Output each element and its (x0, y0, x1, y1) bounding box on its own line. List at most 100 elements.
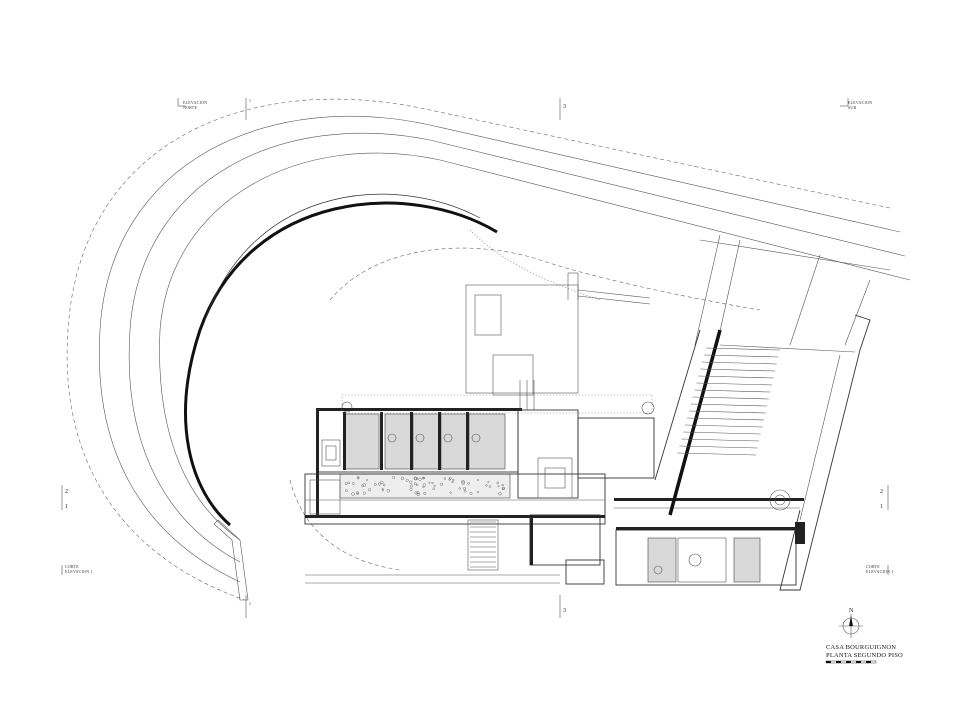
gravel-dot (487, 480, 490, 483)
section-1-left: 1 (65, 504, 68, 510)
gravel-dot (461, 481, 465, 485)
central-block (341, 394, 655, 499)
gravel-dot (362, 491, 366, 495)
gravel-dot (451, 481, 454, 484)
gravel-dot (461, 480, 465, 484)
title-block: N CASA BOURGUIGNON PLANTA SEGUNDO PISO (825, 608, 903, 664)
gravel-dot (476, 491, 479, 494)
stair-tread (683, 431, 761, 435)
section-2-right: 2 (880, 489, 883, 495)
gravel-dot (345, 489, 348, 492)
gravel-dot (428, 481, 431, 484)
gravel-dot (432, 487, 436, 490)
gravel-dot (431, 481, 434, 484)
gravel-dot (400, 476, 405, 480)
gravel-dot (501, 483, 504, 487)
stair-tread (692, 396, 769, 400)
east-wing (654, 234, 891, 591)
gravel-dot (382, 483, 386, 487)
project-name: CASA BOURGUIGNON (826, 644, 896, 651)
gravel-dot (356, 476, 360, 479)
stair-tread (702, 361, 777, 365)
bedroom-wing (316, 401, 522, 518)
stair-tread (694, 389, 771, 393)
gravel-dot (414, 491, 418, 495)
gravel-dot (502, 487, 505, 490)
gravel-dot (418, 477, 422, 481)
lower-rooms (305, 498, 804, 586)
scale-bar (825, 660, 877, 664)
cut-right-label-1: CORTE (866, 564, 880, 569)
gravel-dot (448, 478, 451, 481)
cut-left-label-1: CORTE (65, 564, 79, 569)
elevation-south-label-1: ELEVACION (848, 100, 872, 105)
stair-tread (696, 382, 773, 386)
gravel-dot (449, 491, 452, 494)
gravel-dot (381, 489, 384, 492)
section-3-bottom: 3 (563, 608, 566, 614)
gravel-dot (416, 492, 420, 497)
gravel-dot (496, 481, 500, 485)
gravel-dot (488, 485, 492, 488)
gravel-dot (476, 479, 479, 481)
gravel-dot (463, 487, 466, 490)
stair-tread (690, 403, 768, 407)
stair-tread (686, 417, 765, 421)
sheet-name: PLANTA SEGUNDO PISO (826, 652, 903, 659)
gravel-dot (416, 483, 419, 487)
section-markers: ELEVACION NORTE 1 3 ELEVACION SUR 2 1 2 … (61, 98, 893, 618)
gravel-dot (409, 487, 413, 491)
gravel-dot (439, 482, 443, 486)
gravel-dot (498, 492, 502, 496)
driveway-curves (66, 98, 911, 601)
section-1-right: 1 (880, 504, 883, 510)
gravel-dot (380, 480, 384, 484)
gravel-dot (452, 478, 455, 482)
upper-tower (465, 272, 651, 410)
gravel-dot (356, 491, 359, 495)
gravel-dot (443, 477, 447, 480)
gravel-dot (409, 480, 413, 484)
gravel-dot (356, 492, 359, 495)
section-3-top: 3 (563, 104, 566, 110)
stair-tread (705, 347, 781, 351)
gravel-dot (405, 478, 409, 482)
gravel-dot (497, 485, 500, 488)
stair-tread (704, 354, 779, 358)
cut-left-label-2: ELEVACION 1 (65, 569, 93, 574)
gravel-dot (344, 482, 348, 485)
gravel-dot (458, 487, 461, 490)
curved-retaining-wall (184, 193, 498, 601)
gravel-dot (362, 483, 366, 487)
bottom-tag: 1 (249, 601, 251, 606)
gravel-dot (422, 486, 425, 489)
east-stairs (677, 347, 781, 456)
gravel-dot (485, 484, 488, 487)
corridor (304, 473, 606, 525)
gravel-dot (416, 491, 420, 495)
gravel-dot (368, 488, 372, 492)
section-2-left: 2 (65, 489, 68, 495)
gravel-dot (422, 483, 426, 487)
gravel-dot (386, 489, 390, 493)
stair-tread (700, 368, 776, 372)
gravel-dot (377, 482, 381, 486)
gravel-dot (347, 481, 351, 485)
stair-tread (698, 375, 774, 379)
gravel-dot (423, 491, 427, 495)
stair-tread (688, 410, 766, 414)
gravel-dot (421, 476, 425, 480)
gravel-dot (365, 479, 368, 481)
gravel-dot (433, 484, 436, 487)
gravel-dot (413, 476, 418, 481)
corridor-stairs (470, 521, 496, 568)
stair-tread (679, 445, 758, 449)
gravel-dot (413, 482, 417, 486)
gravel-dot (381, 488, 384, 491)
elevation-north-label-1: ELEVACION (183, 100, 207, 105)
gravel-dot (410, 484, 413, 488)
gravel-dot (351, 492, 355, 496)
stair-tread (681, 438, 760, 442)
gravel-dot (361, 484, 364, 487)
